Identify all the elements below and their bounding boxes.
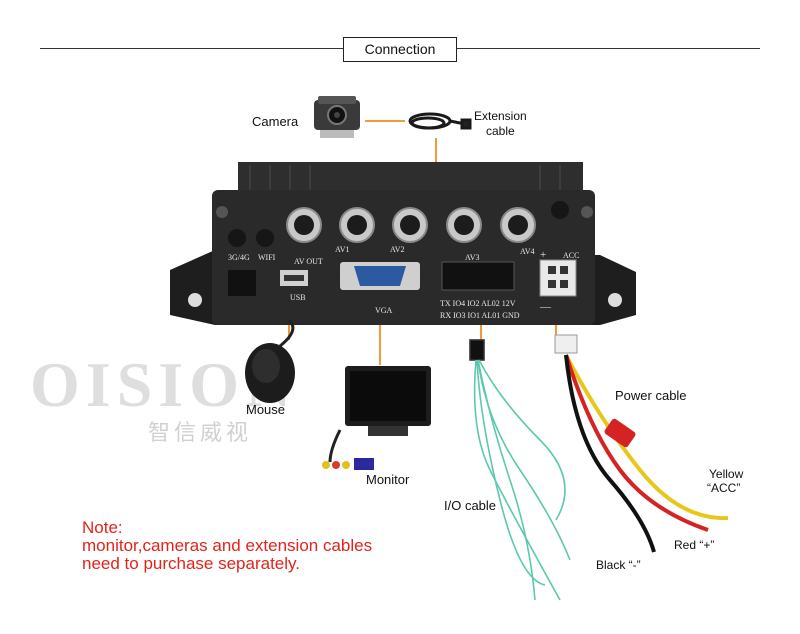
label-extension-2: cable	[486, 124, 515, 138]
label-io-row1: TX IO4 IO2 AL02 12V	[440, 299, 516, 308]
label-mouse: Mouse	[246, 402, 286, 417]
monitor-icon	[322, 366, 431, 470]
label-vga: VGA	[375, 306, 393, 315]
dvr-device: AV1 AV2 AV3 AV4 3G/4G WIFI AV OUT USB VG…	[170, 162, 636, 325]
io-cable-icon	[469, 339, 571, 601]
camera-icon	[314, 96, 360, 138]
label-minus: —	[539, 301, 552, 313]
note-line-3: need to purchase separately.	[82, 554, 300, 573]
label-black: Black “-”	[596, 558, 641, 572]
mouse-icon	[245, 318, 295, 403]
note-line-2: monitor,cameras and extension cables	[82, 536, 373, 555]
label-av1: AV1	[335, 245, 350, 254]
header-rule-left	[40, 48, 343, 49]
note-line-1: Note:	[82, 518, 123, 537]
label-3g4g: 3G/4G	[228, 253, 250, 262]
label-usb: USB	[290, 293, 306, 302]
label-red: Red “+”	[674, 538, 715, 552]
label-av2: AV2	[390, 245, 405, 254]
label-extension-1: Extension	[474, 109, 527, 123]
acc-port	[539, 259, 577, 297]
section-title: Connection	[343, 37, 457, 62]
power-cable-icon	[554, 334, 729, 553]
purchase-note: Note: monitor,cameras and extension cabl…	[82, 519, 372, 573]
label-av3: AV3	[465, 253, 480, 262]
label-io-row2: RX IO3 IO1 AL01 GND	[440, 311, 520, 320]
label-monitor: Monitor	[366, 472, 410, 487]
label-io-cable: I/O cable	[444, 498, 497, 513]
label-plus: +	[540, 249, 546, 261]
label-av-out: AV OUT	[294, 257, 323, 266]
av-ports	[286, 207, 536, 243]
label-wifi: WIFI	[258, 253, 276, 262]
header-rule-right	[457, 48, 760, 49]
io-port	[441, 261, 515, 291]
label-power-cable: Power cable	[615, 388, 687, 403]
label-yellow-1: Yellow	[709, 467, 744, 481]
3g4g-port	[228, 270, 256, 296]
extension-cable-icon	[408, 112, 472, 130]
label-camera: Camera	[252, 114, 299, 129]
label-av4: AV4	[520, 247, 535, 256]
label-acc: ACC	[563, 251, 579, 260]
watermark-cn: 智信威视	[148, 420, 253, 445]
label-yellow-2: “ACC”	[707, 481, 741, 495]
